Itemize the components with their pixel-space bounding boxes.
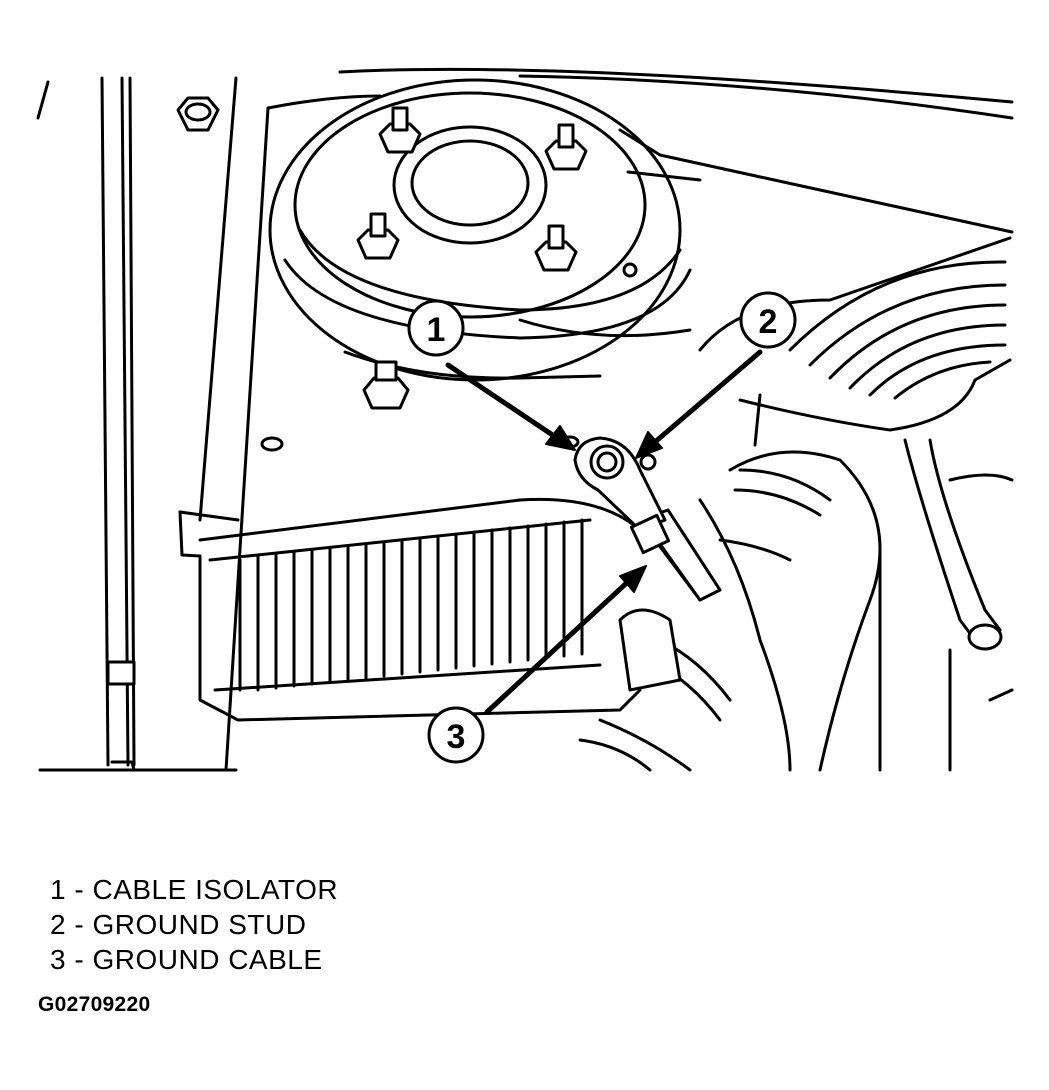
- legend-label: GROUND CABLE: [92, 944, 323, 975]
- legend-separator: -: [74, 944, 85, 975]
- ground-cable-assembly: [573, 436, 722, 602]
- nut: [534, 224, 578, 272]
- strut-mount: [268, 78, 692, 382]
- legend-number: 1: [50, 874, 67, 905]
- legend-item-1: 1 - CABLE ISOLATOR: [50, 872, 338, 907]
- nut: [378, 106, 422, 154]
- callout-3: 3: [427, 706, 485, 764]
- ground-stud: [639, 453, 657, 471]
- figure-code: G02709220: [38, 993, 151, 1016]
- legend-label: CABLE ISOLATOR: [92, 874, 339, 905]
- arrow-3: [484, 575, 635, 715]
- housing-ribs: [238, 518, 584, 692]
- callout-legend: 1 - CABLE ISOLATOR 2 - GROUND STUD 3 - G…: [50, 872, 338, 977]
- arrow-2: [645, 349, 763, 451]
- callout-2: 2: [739, 291, 797, 349]
- intake-hose: [578, 450, 882, 772]
- arrow-1: [445, 362, 563, 443]
- legend-separator: -: [74, 874, 85, 905]
- air-cleaner-housing: [178, 497, 642, 722]
- right-components: [878, 438, 1014, 772]
- callout-1: 1: [407, 299, 465, 357]
- air-box-right: [698, 236, 1012, 447]
- panel-holes: [260, 435, 580, 452]
- nut: [362, 360, 410, 410]
- legend-label: GROUND STUD: [92, 909, 307, 940]
- nut: [176, 96, 220, 132]
- shock-tower-panel: [198, 67, 1014, 772]
- mounting-nuts: [176, 96, 588, 410]
- legend-item-2: 2 - GROUND STUD: [50, 907, 338, 942]
- callout-3-number: 3: [447, 718, 466, 756]
- legend-separator: -: [74, 909, 85, 940]
- nut: [544, 123, 588, 171]
- legend-number: 2: [50, 909, 67, 940]
- callout-arrows: [445, 349, 763, 715]
- fender-edge: [36, 76, 238, 772]
- legend-item-3: 3 - GROUND CABLE: [50, 942, 338, 977]
- legend-number: 3: [50, 944, 67, 975]
- nut: [356, 212, 400, 260]
- callout-2-number: 2: [759, 303, 778, 341]
- callout-1-number: 1: [427, 311, 446, 349]
- engine-bay-illustration: 1 2 3: [36, 67, 1014, 772]
